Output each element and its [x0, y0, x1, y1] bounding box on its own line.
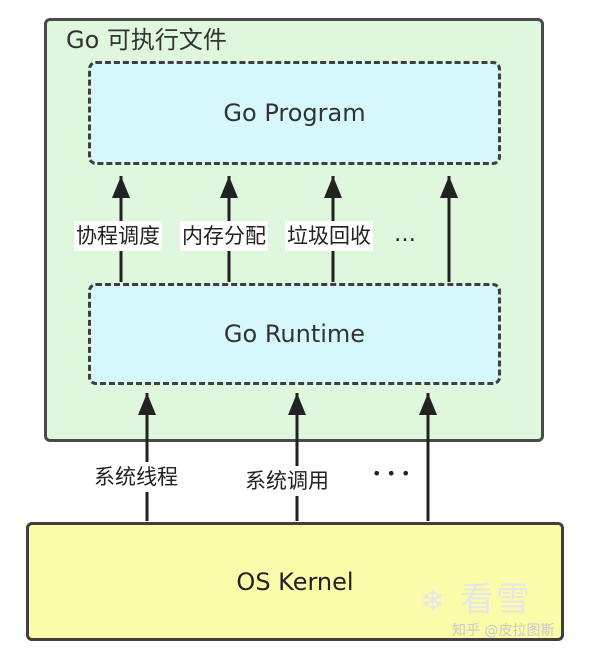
watermark-caption: 知乎 @皮拉图斯 — [452, 623, 555, 639]
arrowhead-up — [138, 393, 156, 415]
runtime-services-more: … — [394, 222, 416, 247]
arrowhead-up — [220, 176, 238, 198]
go-program-label: Go Program — [223, 99, 366, 127]
arrowhead-up — [419, 393, 437, 415]
label-system-calls: 系统调用 — [243, 466, 331, 496]
go-runtime-label: Go Runtime — [223, 320, 366, 348]
watermark-logo-text: 看雪 — [459, 580, 532, 620]
go-runtime-box: Go Runtime — [88, 283, 501, 385]
label-garbage-collection: 垃圾回收 — [285, 221, 373, 251]
os-kernel-label: OS Kernel — [236, 567, 354, 596]
go-program-box: Go Program — [88, 61, 501, 165]
watermark-logo: ❄ 看雪 — [420, 572, 570, 620]
arrowhead-up — [288, 393, 306, 415]
label-coroutine-scheduling: 协程调度 — [74, 221, 162, 251]
kernel-services-more: • • • — [372, 464, 411, 483]
arrowhead-up — [440, 176, 458, 198]
label-memory-allocation: 内存分配 — [180, 221, 268, 251]
snowflake-icon: ❄ — [420, 584, 448, 619]
os-kernel-box: OS Kernel — [26, 522, 564, 641]
arrowhead-up — [324, 176, 342, 198]
arrowhead-up — [112, 176, 130, 198]
go-executable-title: Go 可执行文件 — [66, 26, 227, 54]
label-system-threads: 系统线程 — [92, 462, 180, 492]
